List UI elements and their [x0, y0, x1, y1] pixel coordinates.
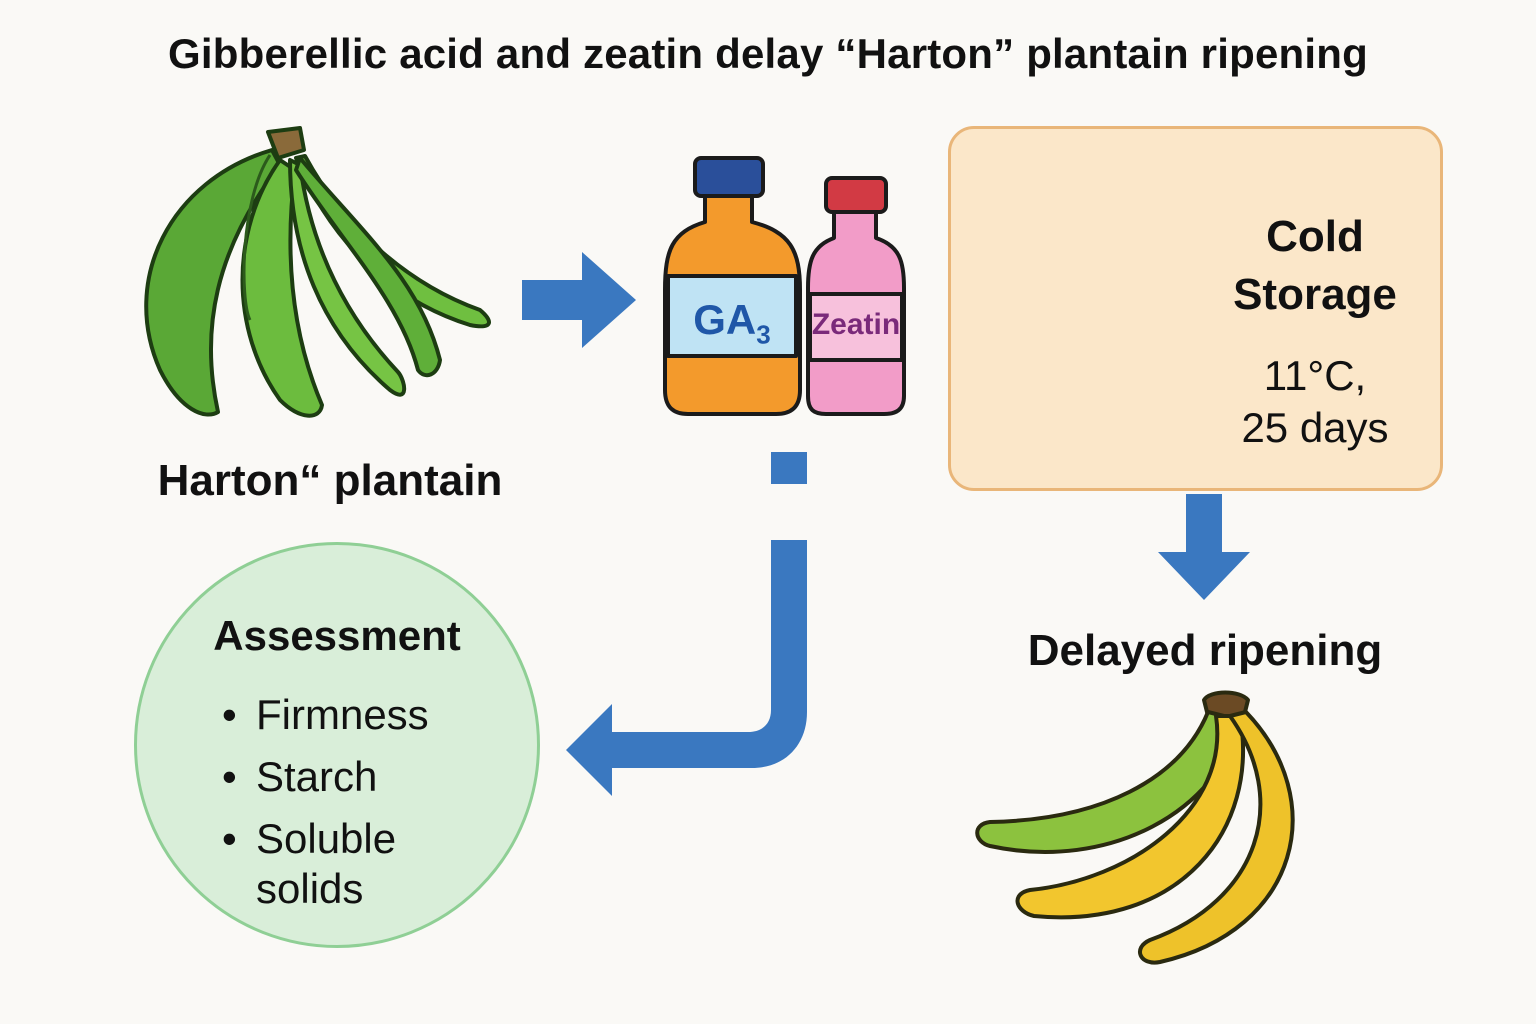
arrow-to-bottles: [522, 252, 636, 348]
cold-storage-duration: 25 days: [1241, 404, 1389, 451]
zeatin-bottle-icon: [806, 176, 906, 416]
cold-storage-title-line2: Storage: [1233, 270, 1397, 319]
zeatin-label: Zeatin: [811, 308, 901, 341]
arrow-to-delayed: [1158, 494, 1250, 600]
plantain-label: Harton“ plantain: [157, 456, 503, 505]
assessment-title: Assessment: [213, 612, 461, 659]
assessment-item: • Soluble solids: [222, 808, 456, 914]
ga3-bottle-icon: [663, 156, 802, 416]
diagram-title: Gibberellic acid and zeatin delay “Harto…: [168, 30, 1368, 77]
assessment-list: • Firmness • Starch • Soluble solids: [222, 684, 456, 914]
assessment-item-text: Soluble solids: [256, 815, 397, 912]
cold-storage-box: [948, 126, 1443, 491]
cold-storage-title-line1: Cold: [1266, 212, 1364, 261]
ga3-main: GA: [693, 296, 757, 343]
green-plantain-icon: [144, 126, 491, 418]
connector-dash: [771, 452, 807, 484]
ga3-subscript: 3: [756, 319, 771, 350]
ripening-banana-icon: [975, 690, 1295, 965]
arrow-to-assessment: [566, 540, 807, 796]
ga3-label: GA3: [668, 296, 796, 350]
delayed-ripening-label: Delayed ripening: [1027, 626, 1383, 675]
bullet-icon: •: [222, 753, 237, 800]
assessment-item-text: Starch: [256, 753, 378, 800]
assessment-item-text: Firmness: [256, 691, 429, 738]
assessment-circle: [134, 542, 540, 948]
cold-storage-conditions: 11°C, 25 days: [1210, 350, 1420, 454]
assessment-item: • Firmness: [222, 684, 456, 746]
cold-storage-title: Cold Storage: [1210, 208, 1420, 324]
cold-storage-temp: 11°C,: [1263, 352, 1367, 399]
assessment-item: • Starch: [222, 746, 456, 808]
bullet-icon: •: [222, 691, 237, 738]
bullet-icon: •: [222, 815, 237, 862]
